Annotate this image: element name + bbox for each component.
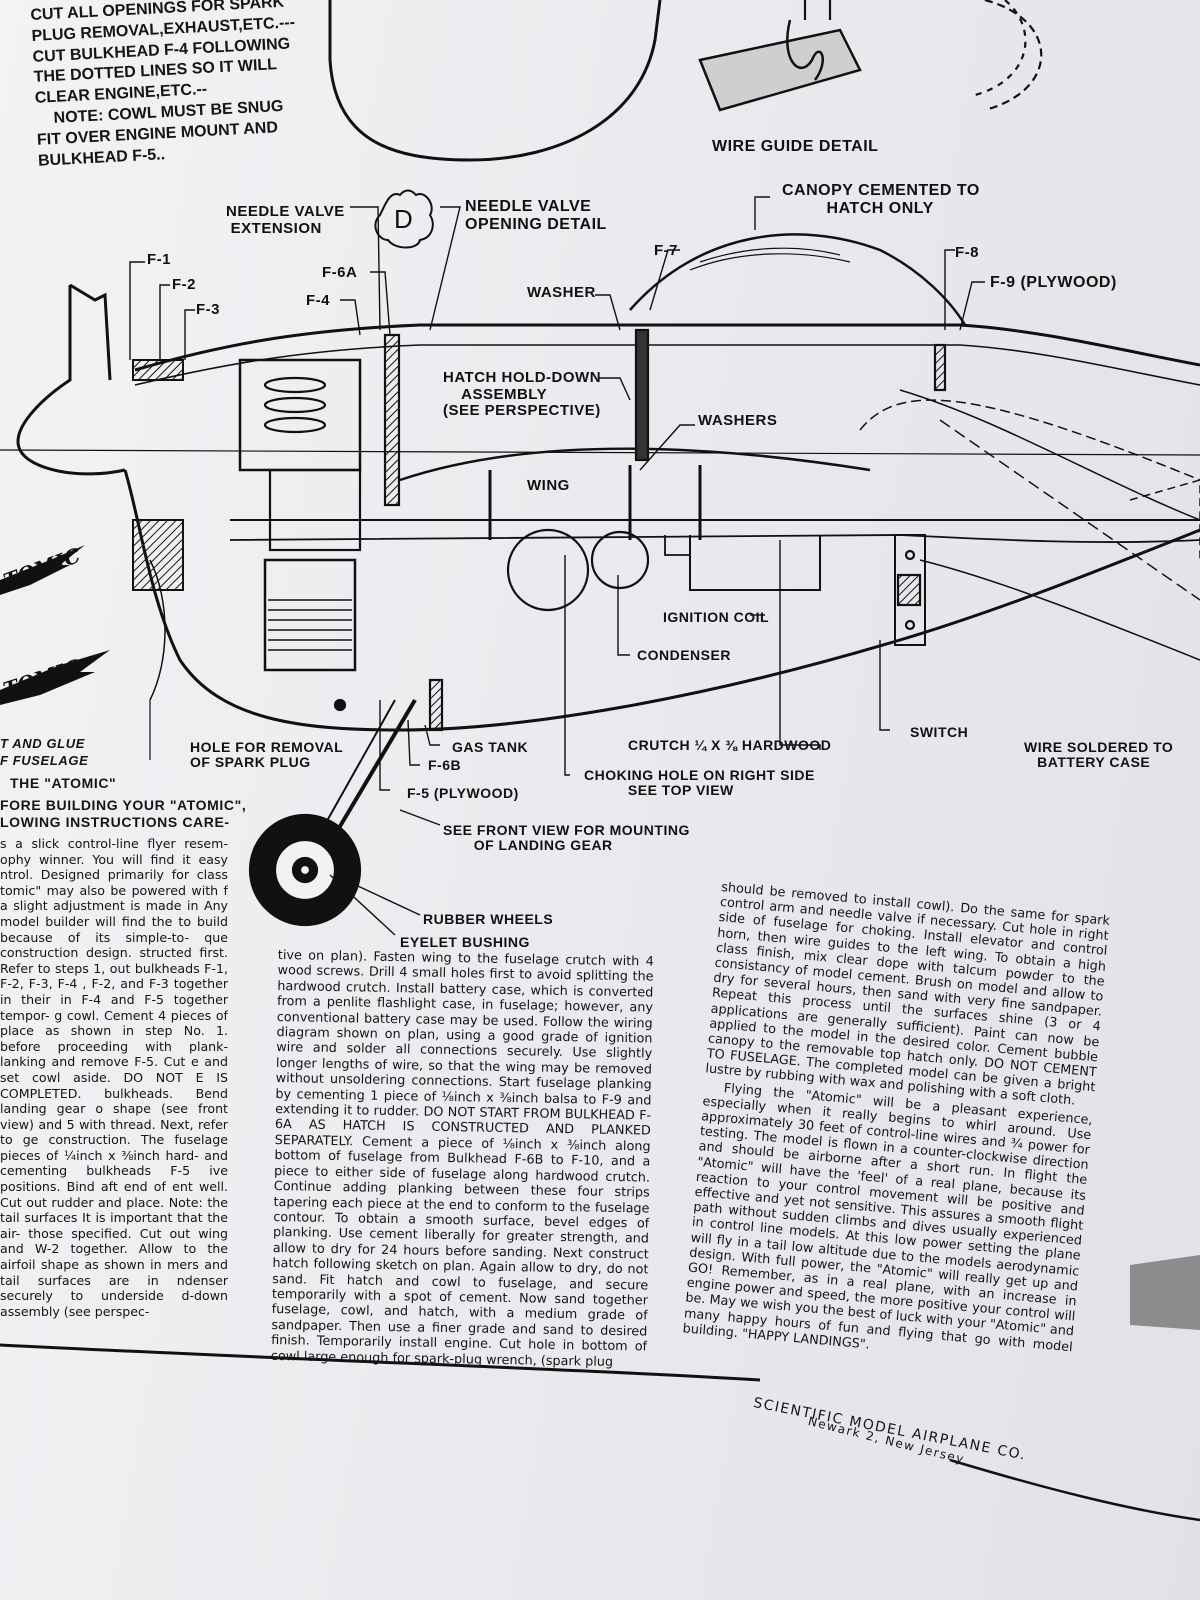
- left-column-text: s a slick control-line flyer resem- ophy…: [0, 836, 228, 1384]
- label-f4: F-4: [306, 292, 330, 309]
- label-hatch-hold-down: HATCH HOLD-DOWN ASSEMBLY (SEE PERSPECTIV…: [443, 369, 602, 419]
- label-gas-tank: GAS TANK: [452, 739, 529, 755]
- needle-opening-letter: D: [394, 204, 414, 234]
- gray-tab-shape: [1130, 1255, 1200, 1330]
- middle-column-text: tive on plan). Fasten wing to the fusela…: [269, 948, 654, 1444]
- label-eyelet-bushing: EYELET BUSHING: [400, 934, 530, 950]
- right-column-text: should be removed to install cowl). Do t…: [677, 880, 1111, 1432]
- label-washers: WASHERS: [698, 412, 778, 429]
- label-switch: SWITCH: [910, 724, 969, 740]
- label-f6a: F-6A: [322, 264, 358, 281]
- label-washer: WASHER: [527, 284, 596, 301]
- left-subheading: THE "ATOMIC": [10, 775, 117, 791]
- label-f6b: F-6B: [428, 757, 462, 773]
- label-canopy: CANOPY CEMENTED TO HATCH ONLY: [782, 182, 980, 217]
- left-column-body: s a slick control-line flyer resem- ophy…: [0, 836, 228, 1319]
- label-f7: F-7: [654, 242, 678, 259]
- label-ignition-coil: IGNITION COIL: [663, 609, 770, 625]
- label-rubber-wheels: RUBBER WHEELS: [423, 911, 554, 927]
- label-see-front-view: SEE FRONT VIEW FOR MOUNTING OF LANDING G…: [443, 822, 690, 854]
- instruction-note-top-left: CUT ALL OPENINGS FOR SPARK PLUG REMOVAL,…: [30, 0, 296, 170]
- label-needle-valve-extension: NEEDLE VALVE EXTENSION: [226, 203, 345, 237]
- label-condenser: CONDENSER: [637, 647, 731, 663]
- label-f3: F-3: [196, 301, 220, 318]
- label-needle-valve-opening: NEEDLE VALVE OPENING DETAIL: [465, 198, 607, 233]
- left-heading: T AND GLUE F FUSELAGE: [0, 736, 89, 768]
- label-f8: F-8: [955, 244, 979, 261]
- label-f2: F-2: [172, 276, 196, 293]
- label-f1: F-1: [147, 251, 171, 268]
- label-f9-plywood: F-9 (PLYWOOD): [990, 274, 1117, 291]
- middle-column-body: tive on plan). Fasten wing to the fusela…: [270, 948, 654, 1370]
- label-hole-spark-plug: HOLE FOR REMOVAL OF SPARK PLUG: [190, 739, 344, 771]
- label-f5-plywood: F-5 (PLYWOOD): [407, 785, 519, 801]
- right-column-p1: should be removed to install cowl). Do t…: [704, 880, 1111, 1110]
- label-wire-guide-detail: WIRE GUIDE DETAIL: [712, 138, 879, 155]
- atomic-logo-marks: [0, 545, 110, 705]
- left-intro: FORE BUILDING YOUR "ATOMIC", LOWING INST…: [0, 797, 247, 830]
- label-crutch: CRUTCH ¼ X ⅜ HARDWOOD: [628, 737, 832, 753]
- label-choking-hole: CHOKING HOLE ON RIGHT SIDE SEE TOP VIEW: [584, 767, 815, 799]
- label-wire-soldered: WIRE SOLDERED TO BATTERY CASE: [1024, 739, 1174, 771]
- right-column-p2: Flying the "Atomic" will be a pleasant e…: [682, 1080, 1094, 1355]
- label-wing: WING: [527, 477, 570, 494]
